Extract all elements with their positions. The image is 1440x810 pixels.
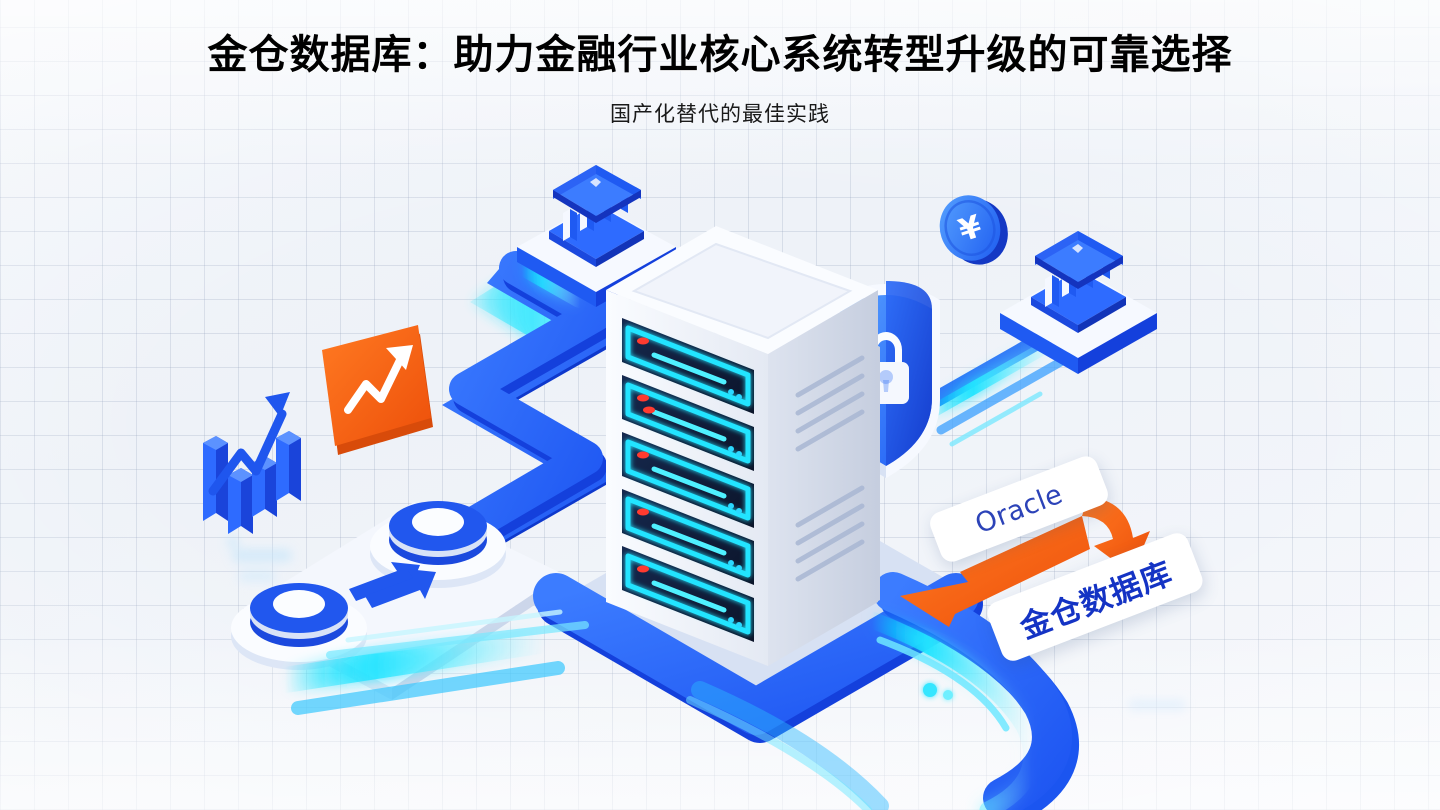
page-subtitle: 国产化替代的最佳实践 — [610, 103, 830, 126]
yen-coin: ¥ — [939, 195, 1008, 265]
header: 金仓数据库：助力金融行业核心系统转型升级的可靠选择 国产化替代的最佳实践 — [0, 0, 1440, 128]
server-slots — [622, 318, 754, 642]
server-rack — [606, 226, 880, 666]
trend-arrow-card — [322, 325, 433, 455]
page-title: 金仓数据库：助力金融行业核心系统转型升级的可靠选择 — [207, 33, 1233, 77]
growth-bar-chart — [203, 392, 301, 534]
